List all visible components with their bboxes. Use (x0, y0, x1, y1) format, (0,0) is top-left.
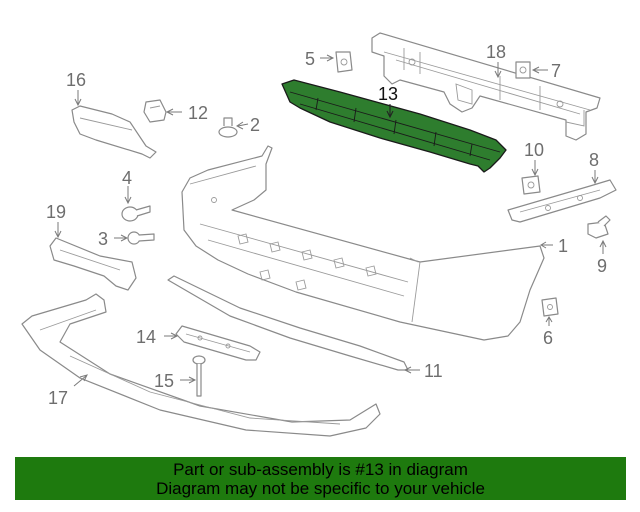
callout-14: 14 (136, 327, 156, 347)
callout-5: 5 (305, 49, 315, 69)
callout-8: 8 (589, 150, 599, 170)
part-14-bracket (175, 325, 261, 361)
part-3-bolt (127, 231, 155, 245)
callout-3: 3 (98, 229, 108, 249)
callout-6: 6 (543, 328, 553, 348)
callout-10: 10 (524, 140, 544, 160)
callout-11: 11 (424, 361, 443, 381)
info-banner: Part or sub-assembly is #13 in diagram D… (15, 457, 626, 500)
part-8-bracket (507, 179, 617, 223)
callout-4: 4 (122, 168, 132, 188)
part-11-trim-strip (167, 275, 409, 371)
part-13-energy-absorber (281, 79, 507, 173)
banner-line-disclaimer: Diagram may not be specific to your vehi… (156, 478, 485, 498)
part-10-retainer (521, 175, 541, 195)
callout-15: 15 (154, 371, 174, 391)
parts-diagram: 1 2 3 4 5 6 7 8 9 10 11 12 13 14 15 16 1… (21, 32, 617, 437)
part-12-clip (143, 99, 167, 123)
callout-2: 2 (250, 115, 260, 135)
callout-7: 7 (551, 61, 561, 81)
part-16-cover (71, 105, 157, 159)
leader-lines (54, 54, 607, 387)
part-2-push-pin (218, 117, 238, 138)
callout-16: 16 (66, 70, 86, 90)
callout-19: 19 (46, 202, 66, 222)
part-5-nut (335, 51, 353, 73)
callout-9: 9 (597, 256, 607, 276)
part-6-clip (541, 297, 559, 317)
callout-13: 13 (378, 84, 398, 104)
part-15-rivet (192, 355, 206, 397)
part-4-bolt (121, 205, 151, 222)
part-19-bracket (49, 237, 137, 291)
callout-17: 17 (48, 388, 68, 408)
part-18-impact-bar (371, 32, 601, 141)
part-17-lower-valance (21, 293, 381, 437)
callout-labels: 1 2 3 4 5 6 7 8 9 10 11 12 13 14 15 16 1… (46, 42, 607, 408)
callout-18: 18 (486, 42, 506, 62)
part-7-nut (515, 61, 531, 79)
part-9-bolt (587, 215, 611, 239)
callout-1: 1 (558, 236, 568, 256)
callout-12: 12 (188, 103, 208, 123)
banner-line-part-info: Part or sub-assembly is #13 in diagram (173, 459, 468, 479)
part-1-bumper-fascia (181, 145, 545, 341)
